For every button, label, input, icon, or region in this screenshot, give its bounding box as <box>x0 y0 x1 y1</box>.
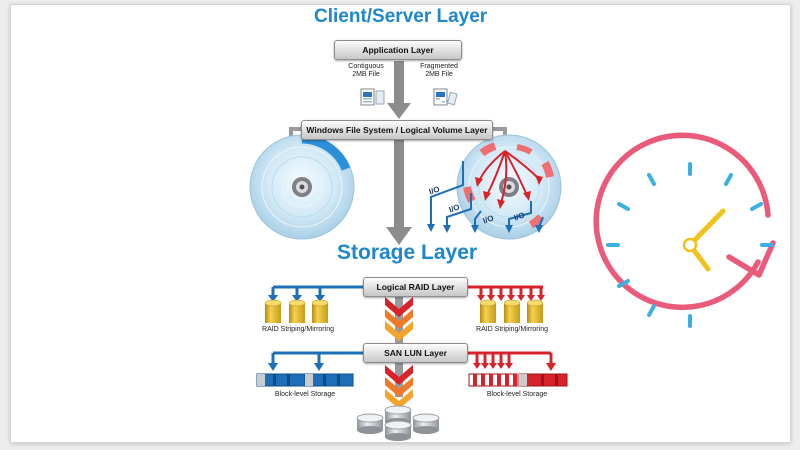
contiguous-file-label-line2: 2MB File <box>352 71 380 78</box>
fragmented-file-label-line2: 2MB File <box>425 71 453 78</box>
block-caption-left: Block-level Storage <box>274 391 336 398</box>
filesystem-layer-box: Windows File System / Logical Volume Lay… <box>301 120 493 140</box>
clock-refresh-icon <box>593 132 776 328</box>
storage-layer-title: Storage Layer <box>337 241 478 264</box>
raid-layer-box: Logical RAID Layer <box>363 277 468 297</box>
client-server-title: Client/Server Layer <box>314 6 488 27</box>
application-layer-box: Application Layer <box>334 40 462 60</box>
raid-drums-left <box>264 299 329 323</box>
raid-drums-right <box>479 299 544 323</box>
contiguous-disk-icon <box>249 134 355 240</box>
slide: Client/Server Layer Storage Layer Applic… <box>10 4 791 443</box>
raid-caption-right: RAID Striping/Mirroring <box>476 326 548 333</box>
contiguous-file-icon <box>360 88 385 106</box>
fragmented-file-label: Fragmented 2MB File <box>416 63 462 79</box>
contiguous-file-label: Contiguous 2MB File <box>344 63 388 79</box>
contiguous-file-label-line1: Contiguous <box>348 63 384 70</box>
storage-platters-icon <box>356 405 440 441</box>
san-lun-layer-box: SAN LUN Layer <box>363 343 468 363</box>
fragmented-disk-icon <box>456 134 562 240</box>
diagram-graphics <box>249 61 776 441</box>
main-flow-arrow-middle <box>386 139 412 245</box>
main-flow-arrow-top <box>387 61 411 119</box>
storage-flow-chevrons <box>385 277 413 409</box>
block-storage-right <box>468 373 568 387</box>
fragmented-file-label-line1: Fragmented <box>420 63 458 70</box>
fragmented-file-icon <box>433 88 458 106</box>
block-storage-left <box>256 373 354 387</box>
block-caption-right: Block-level Storage <box>486 391 548 398</box>
raid-caption-left: RAID Striping/Mirroring <box>262 326 334 333</box>
